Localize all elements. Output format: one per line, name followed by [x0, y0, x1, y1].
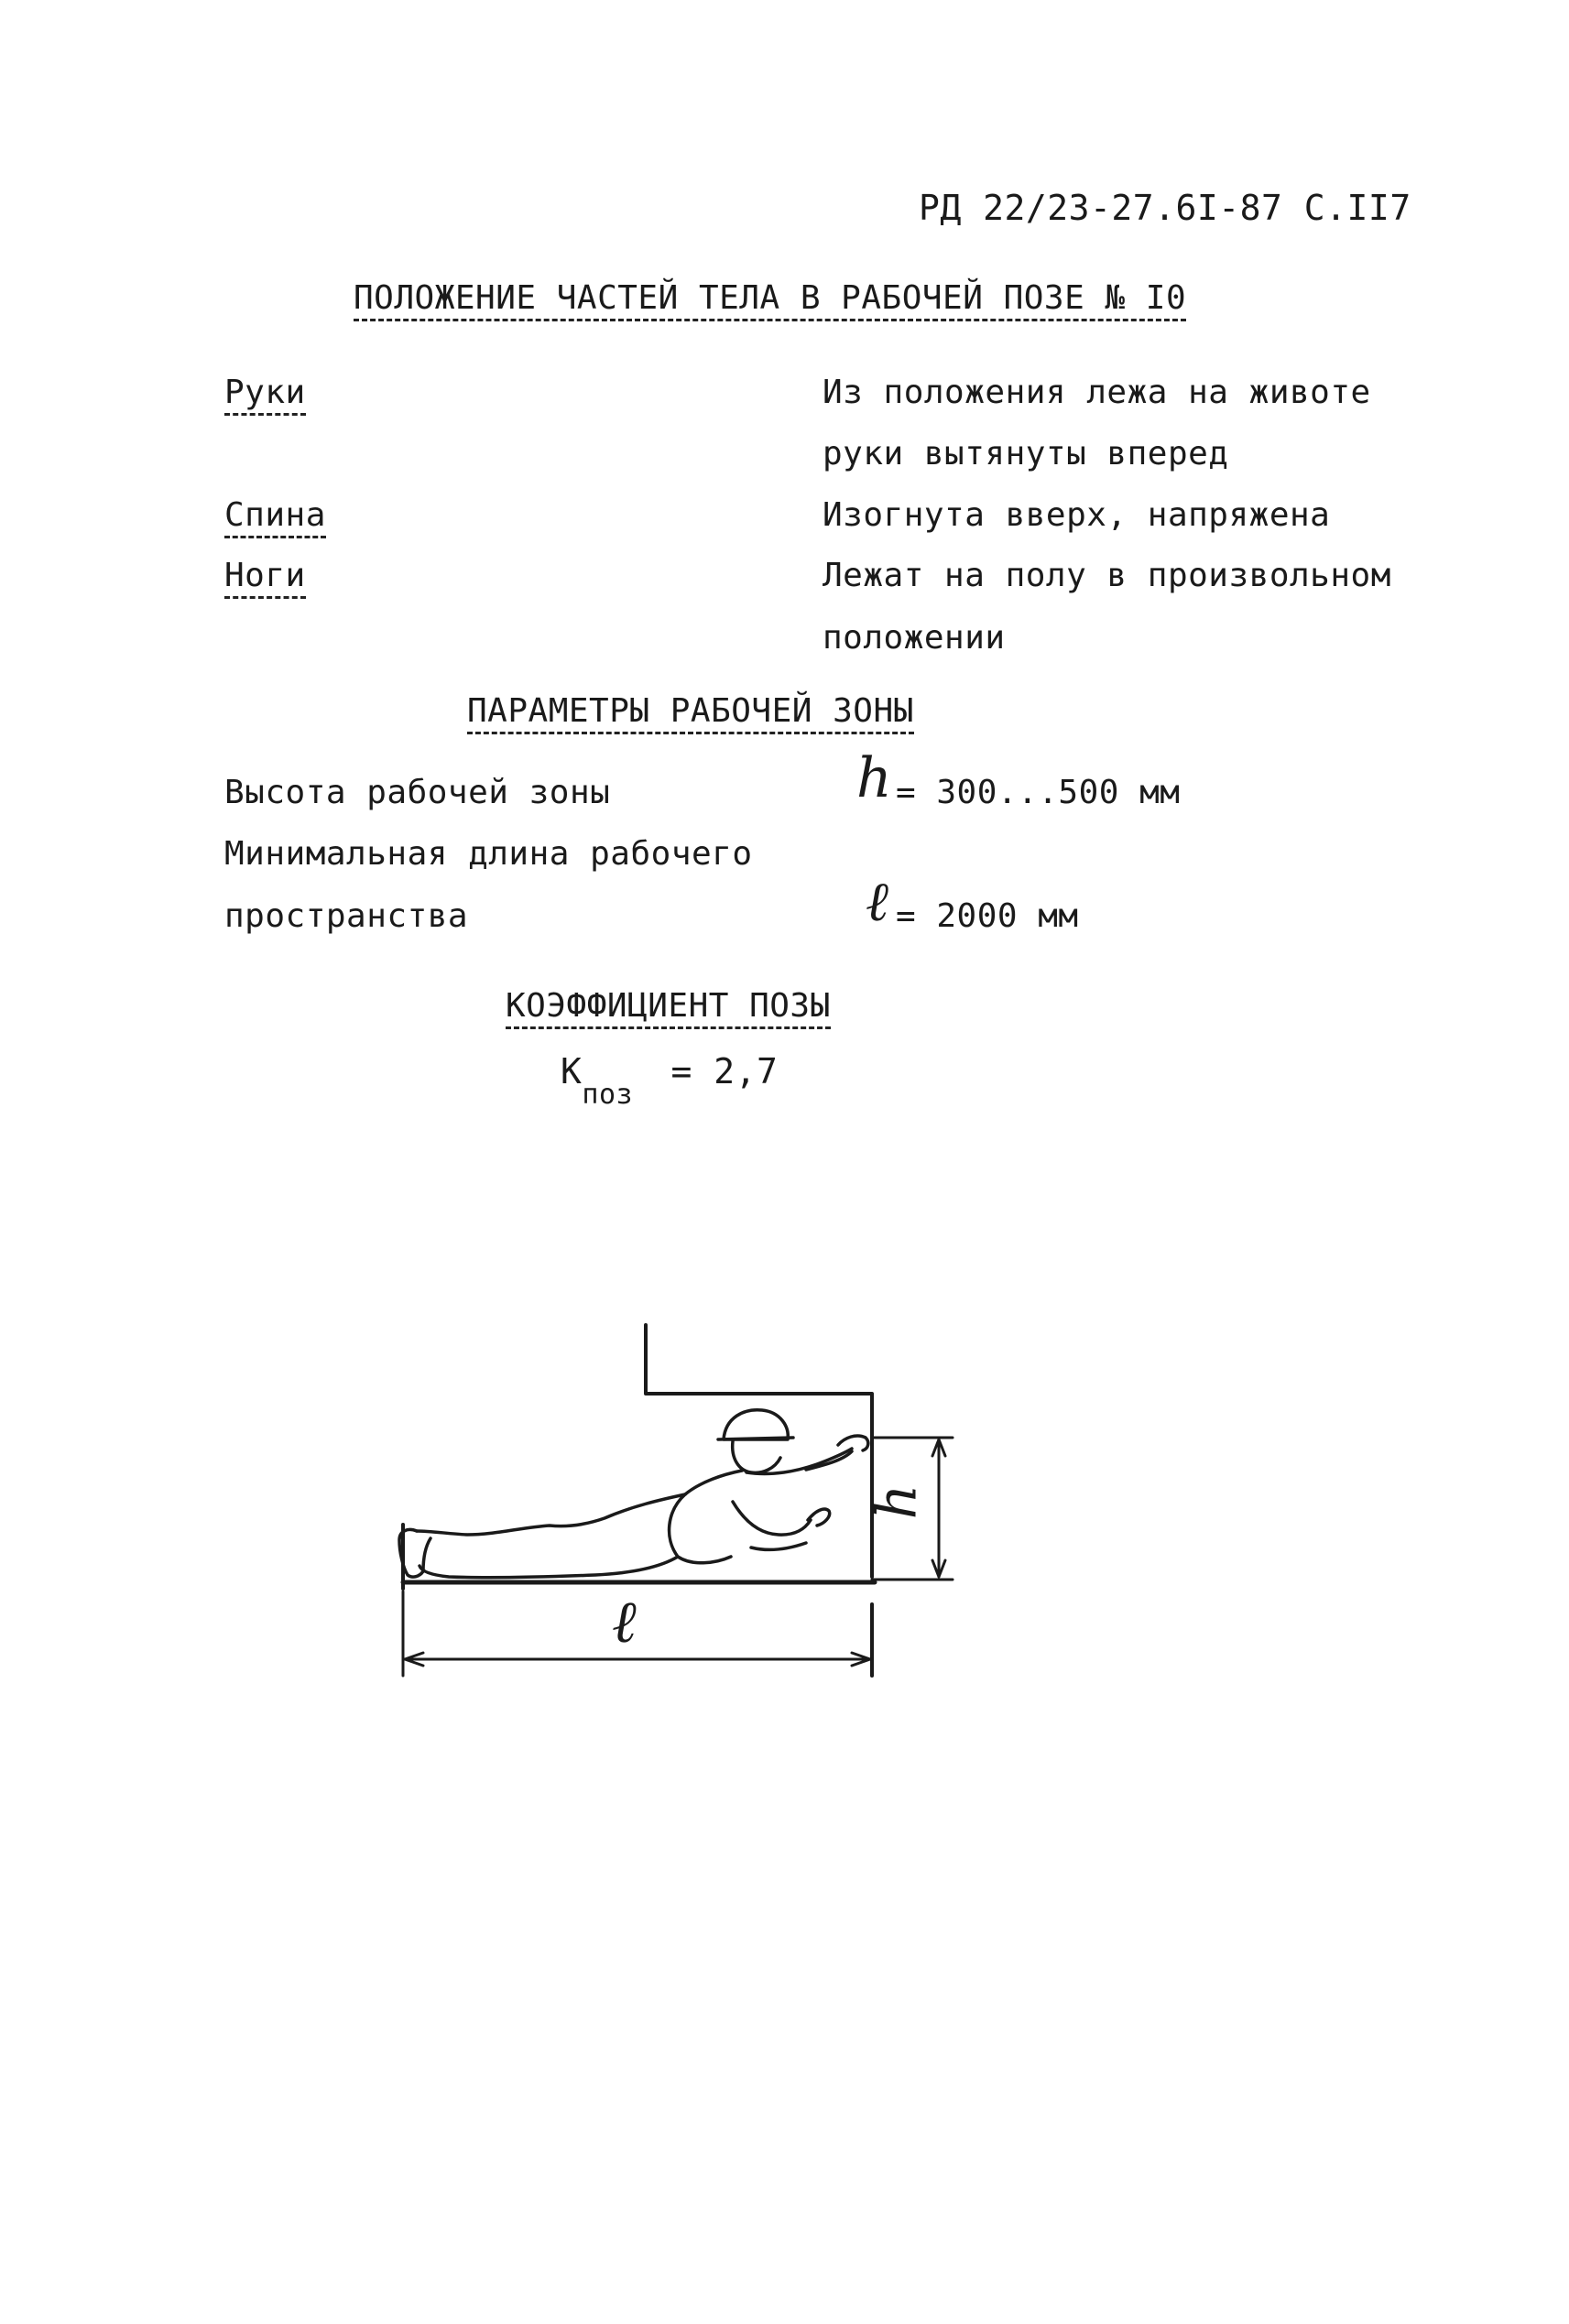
pose-coefficient: Кпоз = 2,7: [561, 1051, 779, 1111]
row-value-legs-line1: Лежат на полу в произвольном: [823, 557, 1391, 594]
height-arrow-bottom: [931, 1558, 947, 1579]
section-title-work-zone: ПАРАМЕТРЫ РАБОЧЕЙ ЗОНЫ: [467, 692, 914, 734]
k-subscript: поз: [582, 1079, 634, 1111]
row-value-arms-line1: Из положения лежа на животе: [823, 374, 1371, 411]
figure-label-length: ℓ: [612, 1589, 637, 1656]
row-value-legs-line2: положении: [823, 619, 1006, 657]
workspace-outline: [644, 1323, 874, 1579]
k-value: = 2,7: [670, 1051, 779, 1091]
row-value-back: Изогнута вверх, напряжена: [823, 496, 1331, 534]
height-arrow-top: [931, 1438, 947, 1458]
worker-figure: [398, 1408, 870, 1581]
param-symbol-height: h: [856, 746, 892, 810]
row-label-back: Спина: [224, 496, 326, 538]
section-title-pose-coefficient: КОЭФФИЦИЕНТ ПОЗЫ: [506, 987, 831, 1029]
param-value-height: = 300...500 мм: [896, 774, 1181, 811]
figure-label-height: h: [865, 1483, 930, 1520]
param-symbol-length: ℓ: [866, 870, 888, 934]
row-value-arms-line2: руки вытянуты вперед: [823, 435, 1229, 472]
row-label-arms: Руки: [224, 374, 306, 416]
document-reference: РД 22/23-27.6I-87 С.II7: [919, 188, 1411, 228]
param-label-length-line1: Минимальная длина рабочего: [224, 835, 753, 873]
param-label-length-line2: пространства: [224, 897, 469, 935]
param-label-height: Высота рабочей зоны: [224, 774, 611, 811]
row-label-legs: Ноги: [224, 557, 306, 599]
section-title-body-position: ПОЛОЖЕНИЕ ЧАСТЕЙ ТЕЛА В РАБОЧЕЙ ПОЗЕ № I…: [354, 279, 1187, 321]
param-value-length: = 2000 мм: [896, 897, 1079, 935]
k-symbol: К: [561, 1051, 583, 1091]
length-arrow-right: [850, 1651, 872, 1667]
length-arrow-left: [403, 1651, 425, 1667]
